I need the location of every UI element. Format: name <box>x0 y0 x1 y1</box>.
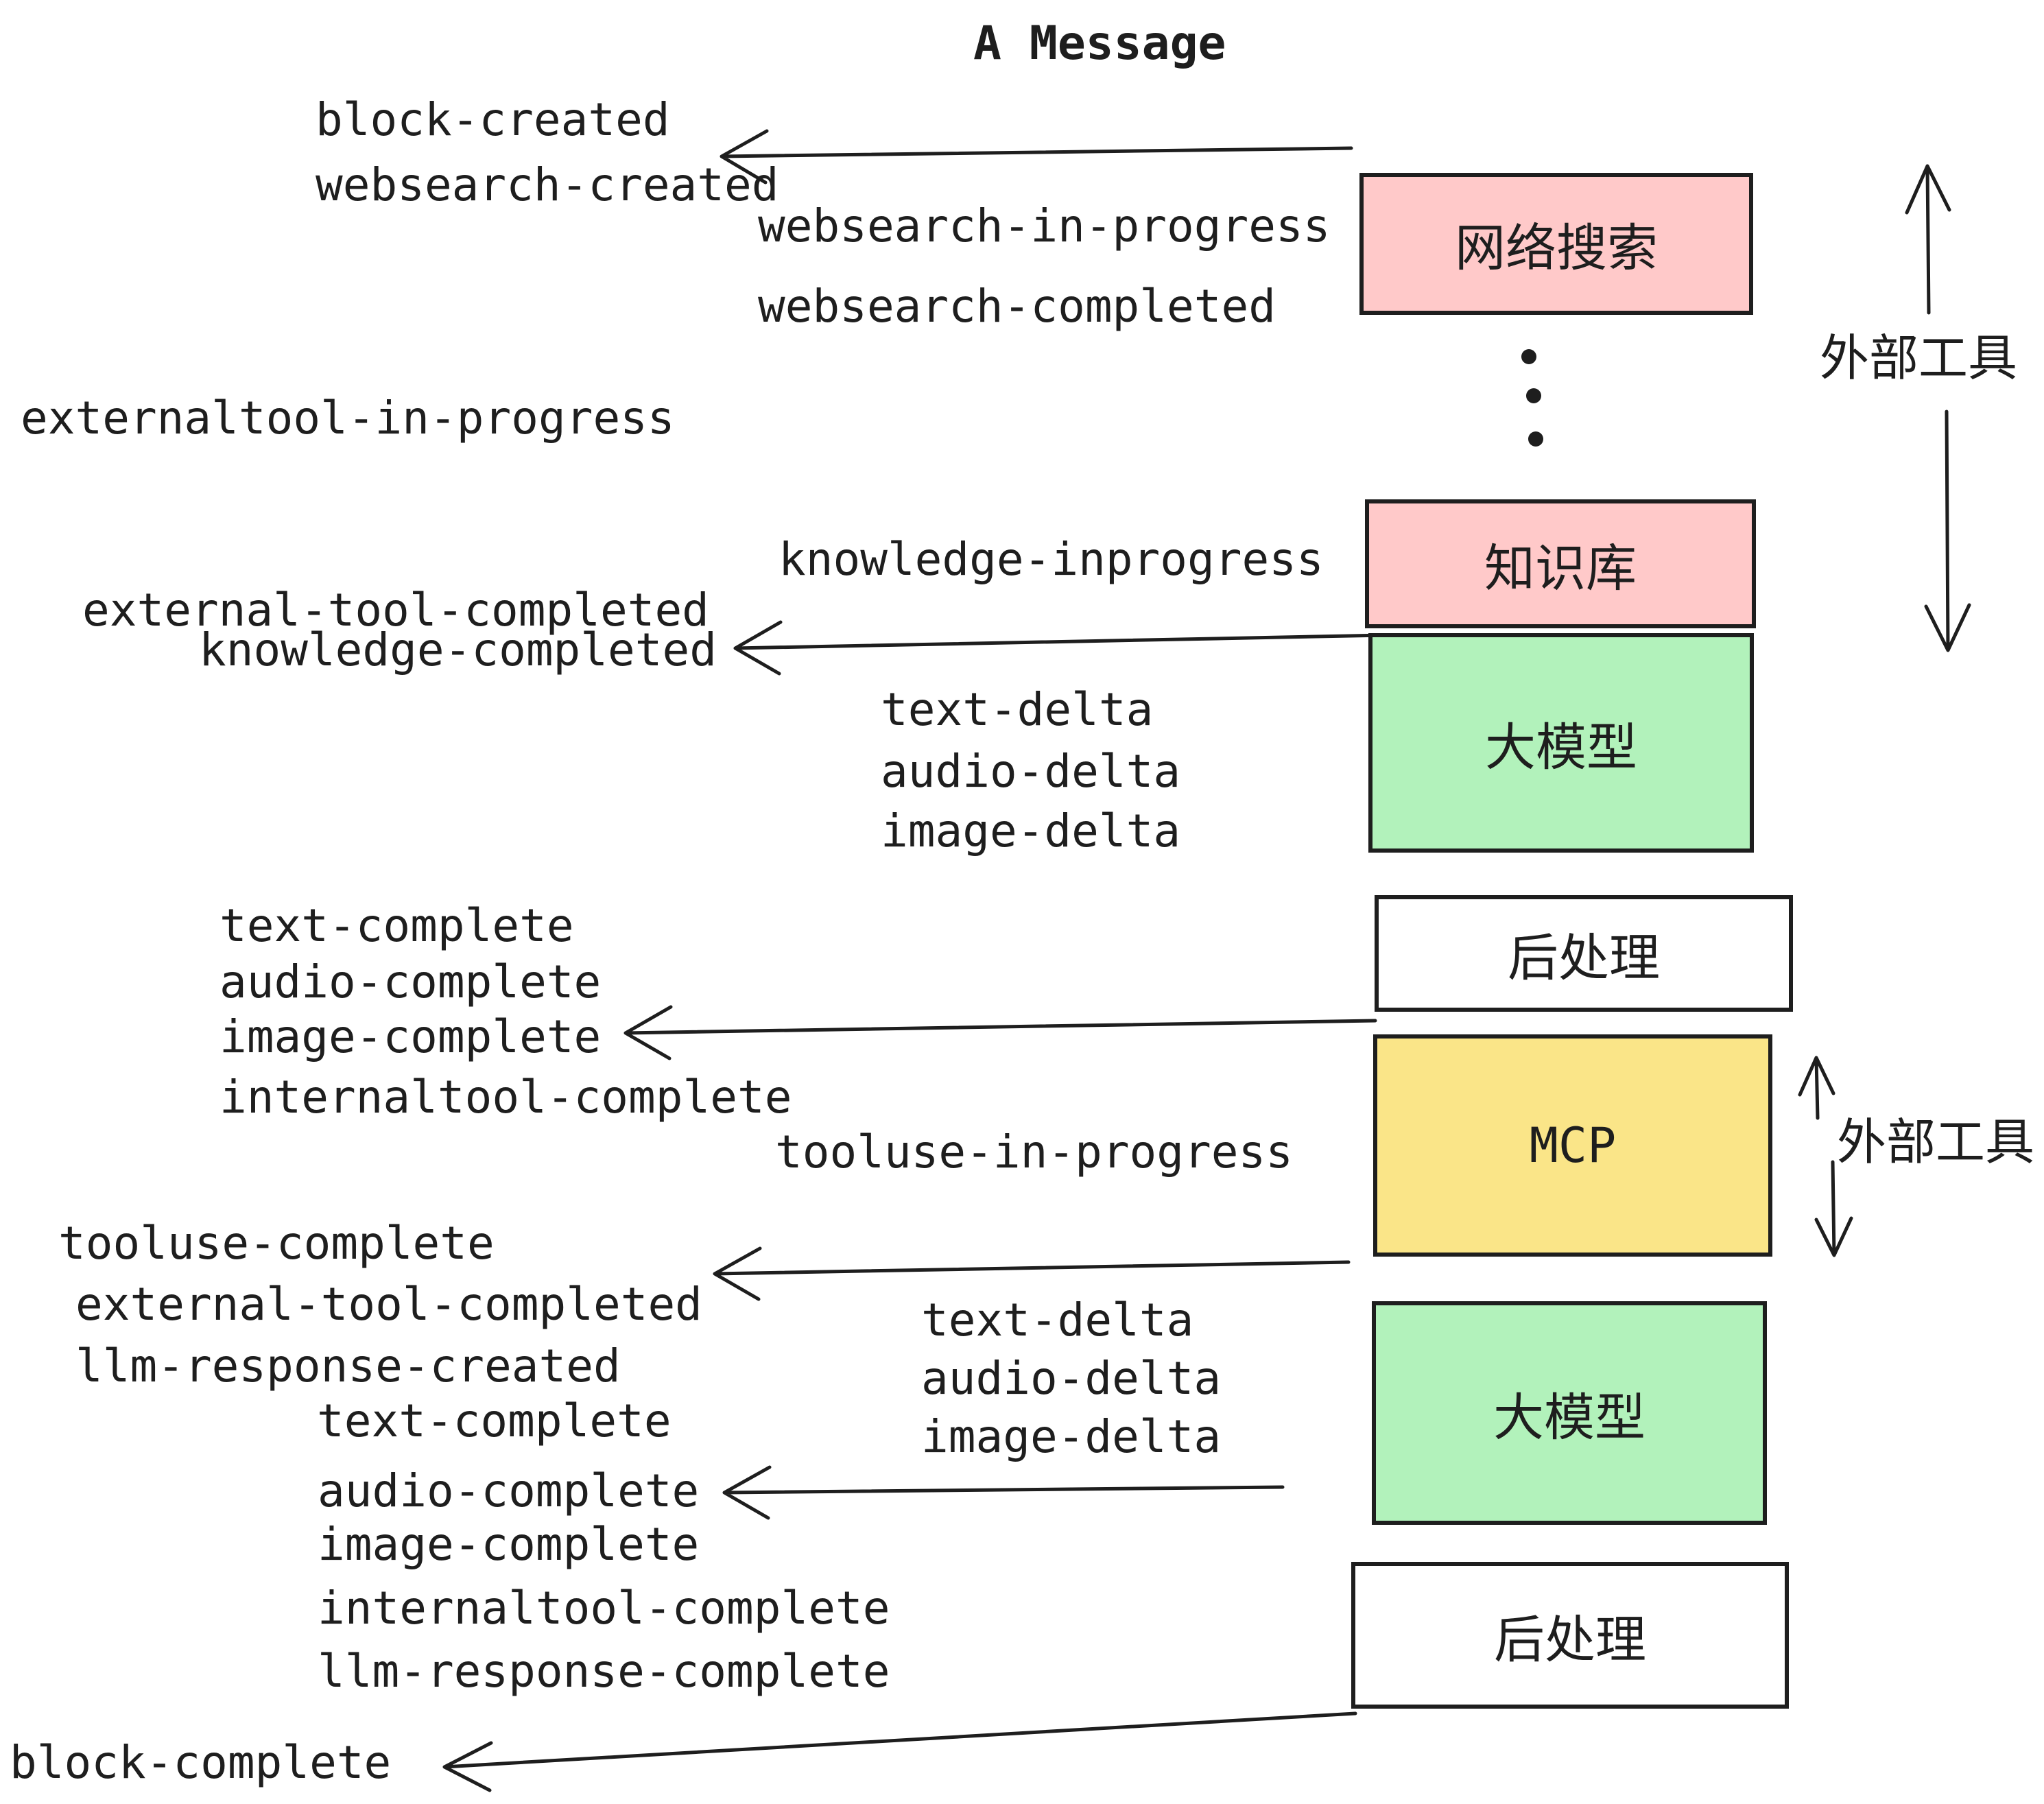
event-label-internaltool-complete-top: internaltool-complete <box>219 1071 792 1124</box>
box-mcp-label: MCP <box>1529 1117 1617 1174</box>
arrow-to-image-complete <box>623 1005 1377 1060</box>
external-tools-label-top: 外部工具 <box>1820 329 2018 387</box>
event-label-block-created: block-created <box>316 93 670 146</box>
event-label-audio-delta-top: audio-delta <box>881 745 1181 798</box>
box-websearch: 网络搜索 <box>1359 173 1753 315</box>
box-knowledge-label: 知识库 <box>1484 538 1637 598</box>
external-tools-up-arrow-mcp <box>1798 1056 1835 1120</box>
event-label-internaltool-complete-bottom: internaltool-complete <box>318 1582 890 1635</box>
box-llm-top: 大模型 <box>1368 633 1754 853</box>
event-label-external-tool-completed-bottom: external-tool-completed <box>75 1278 702 1331</box>
event-label-knowledge-completed: knowledge-completed <box>199 624 717 676</box>
event-label-text-complete-bottom: text-complete <box>317 1394 672 1447</box>
event-label-websearch-in-progress: websearch-in-progress <box>758 200 1331 252</box>
event-label-block-complete: block-complete <box>10 1736 392 1789</box>
event-label-websearch-created: websearch-created <box>316 158 779 211</box>
event-label-text-delta-top: text-delta <box>881 683 1154 736</box>
event-label-llm-response-complete: llm-response-complete <box>318 1645 890 1698</box>
box-postprocess-top-label: 后处理 <box>1508 928 1660 988</box>
box-llm-bottom-label: 大模型 <box>1493 1388 1645 1447</box>
external-tools-down-arrow-top <box>1924 410 1971 652</box>
external-tools-up-arrow-top <box>1905 164 1951 315</box>
box-llm-bottom: 大模型 <box>1372 1301 1767 1525</box>
event-label-audio-complete-top: audio-complete <box>219 956 602 1008</box>
box-knowledge: 知识库 <box>1365 499 1756 628</box>
arrow-to-block-complete <box>442 1711 1357 1792</box>
event-label-tooluse-in-progress: tooluse-in-progress <box>775 1126 1293 1178</box>
event-label-text-delta-bottom: text-delta <box>921 1294 1194 1346</box>
event-label-audio-complete-bottom: audio-complete <box>318 1464 700 1517</box>
event-label-llm-response-created: llm-response-created <box>75 1340 621 1392</box>
box-mcp: MCP <box>1373 1034 1772 1257</box>
event-label-text-complete-top: text-complete <box>219 899 574 952</box>
box-llm-top-label: 大模型 <box>1485 717 1637 777</box>
arrow-to-tooluse-complete <box>713 1246 1351 1301</box>
box-postprocess-bottom: 后处理 <box>1351 1562 1789 1709</box>
event-label-websearch-completed: websearch-completed <box>758 280 1276 333</box>
event-label-image-delta-top: image-delta <box>881 805 1181 857</box>
event-label-tooluse-complete: tooluse-complete <box>58 1217 495 1270</box>
event-label-image-complete-top: image-complete <box>219 1010 602 1063</box>
event-label-knowledge-inprogress: knowledge-inprogress <box>779 533 1324 586</box>
arrow-to-websearch-created <box>720 129 1353 185</box>
event-label-externaltool-in-progress: externaltool-in-progress <box>21 392 675 444</box>
external-tools-label-mcp: 外部工具 <box>1837 1113 2035 1171</box>
arrow-to-audio-complete <box>722 1465 1285 1520</box>
event-label-external-tool-completed-top: external-tool-completed <box>82 584 709 637</box>
event-label-audio-delta-bottom: audio-delta <box>921 1352 1222 1405</box>
event-label-image-delta-bottom: image-delta <box>921 1410 1222 1463</box>
box-postprocess-bottom-label: 后处理 <box>1494 1610 1646 1670</box>
box-postprocess-top: 后处理 <box>1375 895 1793 1012</box>
arrow-to-knowledge-completed <box>733 620 1388 676</box>
event-label-image-complete-bottom: image-complete <box>318 1518 700 1571</box>
box-websearch-label: 网络搜索 <box>1455 219 1658 278</box>
diagram-title: A Message <box>973 16 1226 71</box>
ellipsis-dots <box>1521 349 1543 447</box>
external-tools-down-arrow-mcp <box>1814 1160 1853 1257</box>
